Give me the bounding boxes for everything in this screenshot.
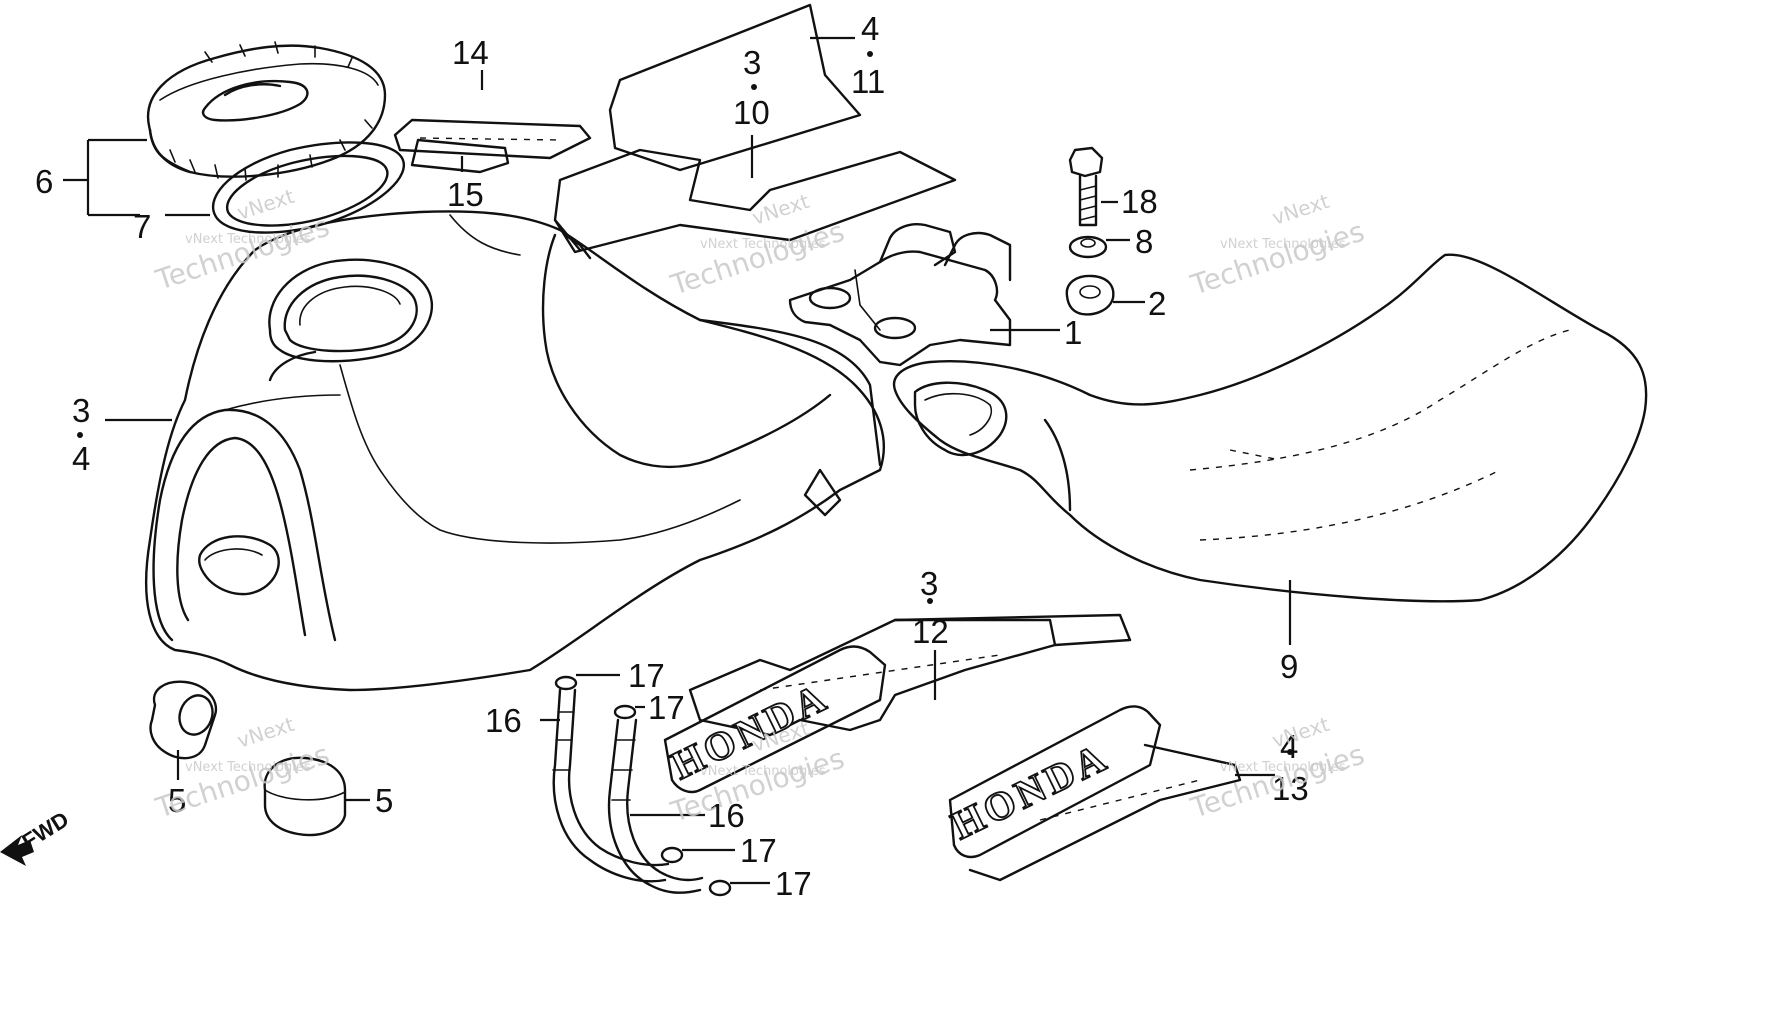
watermark-1: vNext vNext Technologies Technologies [151,184,333,297]
callout-5-left: 5 [168,782,186,819]
watermark-2: vNext vNext Technologies Technologies [666,189,848,302]
svg-text:vNext: vNext [1269,189,1332,230]
callout-11: 11 [851,63,885,100]
svg-text:vNext Technologies: vNext Technologies [1220,237,1346,252]
callout-labels: 6 7 3 4 14 15 3 10 4 11 18 8 2 1 9 3 12 … [35,10,1309,902]
callout-15: 15 [447,176,484,213]
callout-1: 1 [1064,314,1082,351]
hose-clip-1 [554,675,578,691]
hose-clip-3 [660,846,684,864]
svg-text:vNext: vNext [234,712,297,753]
grommet [1065,274,1115,316]
callout-17-a: 17 [628,657,665,694]
callout-3-lower: 3 [920,565,938,602]
callout-8: 8 [1135,223,1153,260]
collar [1068,235,1108,259]
svg-text:vNext Technologies: vNext Technologies [185,760,311,775]
svg-text:vNext Technologies: vNext Technologies [700,764,826,779]
callout-16-left: 16 [485,702,522,739]
fwd-indicator: FWD [0,806,73,866]
callout-4-lower: 4 [1280,728,1298,765]
fuel-cap [147,41,387,181]
cap-gasket [212,141,405,234]
bolt [1068,146,1104,227]
watermark-6: vNext vNext Technologies Technologies [1186,712,1368,825]
callout-12: 12 [912,613,949,650]
rubber-mount-right [263,756,347,837]
callout-17-b: 17 [648,689,685,726]
stripe-14 [393,118,592,160]
mounting-bracket [788,223,1012,367]
hose-clip-2 [613,704,637,720]
fwd-label: FWD [17,806,73,854]
callout-4-tank: 4 [72,440,90,477]
callout-6: 6 [35,163,53,200]
callout-4-stripe: 4 [861,10,879,47]
callout-2: 2 [1148,285,1166,322]
leader-lines [63,36,1293,885]
hose-clip-4 [708,879,732,897]
callout-17-d: 17 [775,865,812,902]
svg-text:vNext Technologies: vNext Technologies [1220,760,1346,775]
callout-9: 9 [1280,648,1298,685]
fuel-hose-left [552,688,670,883]
fwd-arrow-icon [0,835,34,866]
fuel-tank [144,210,885,692]
stripe-12 [688,613,1132,737]
callout-18: 18 [1121,183,1158,220]
stripe-15 [410,138,510,174]
callout-16-right: 16 [708,797,745,834]
callout-14: 14 [452,34,489,71]
stripe-10 [553,148,957,254]
rubber-mount-left [149,680,218,760]
fuel-hose-right [607,718,704,894]
svg-text:vNext: vNext [749,189,812,230]
svg-text:vNext Technologies: vNext Technologies [185,232,311,247]
watermark-3: vNext vNext Technologies Technologies [1186,189,1368,302]
callout-7: 7 [133,208,151,245]
honda-logo-right: HONDA [944,734,1116,848]
callout-5-right: 5 [375,782,393,819]
stripe-11 [608,3,862,172]
callout-10: 10 [733,94,770,131]
svg-text:vNext: vNext [1269,712,1332,753]
callout-13: 13 [1272,770,1309,807]
callout-3-stripe: 3 [743,44,761,81]
callout-17-c: 17 [740,832,777,869]
seat [892,253,1648,603]
callout-3-tank: 3 [72,392,90,429]
svg-text:vNext Technologies: vNext Technologies [700,237,826,252]
svg-text:vNext: vNext [234,184,297,225]
